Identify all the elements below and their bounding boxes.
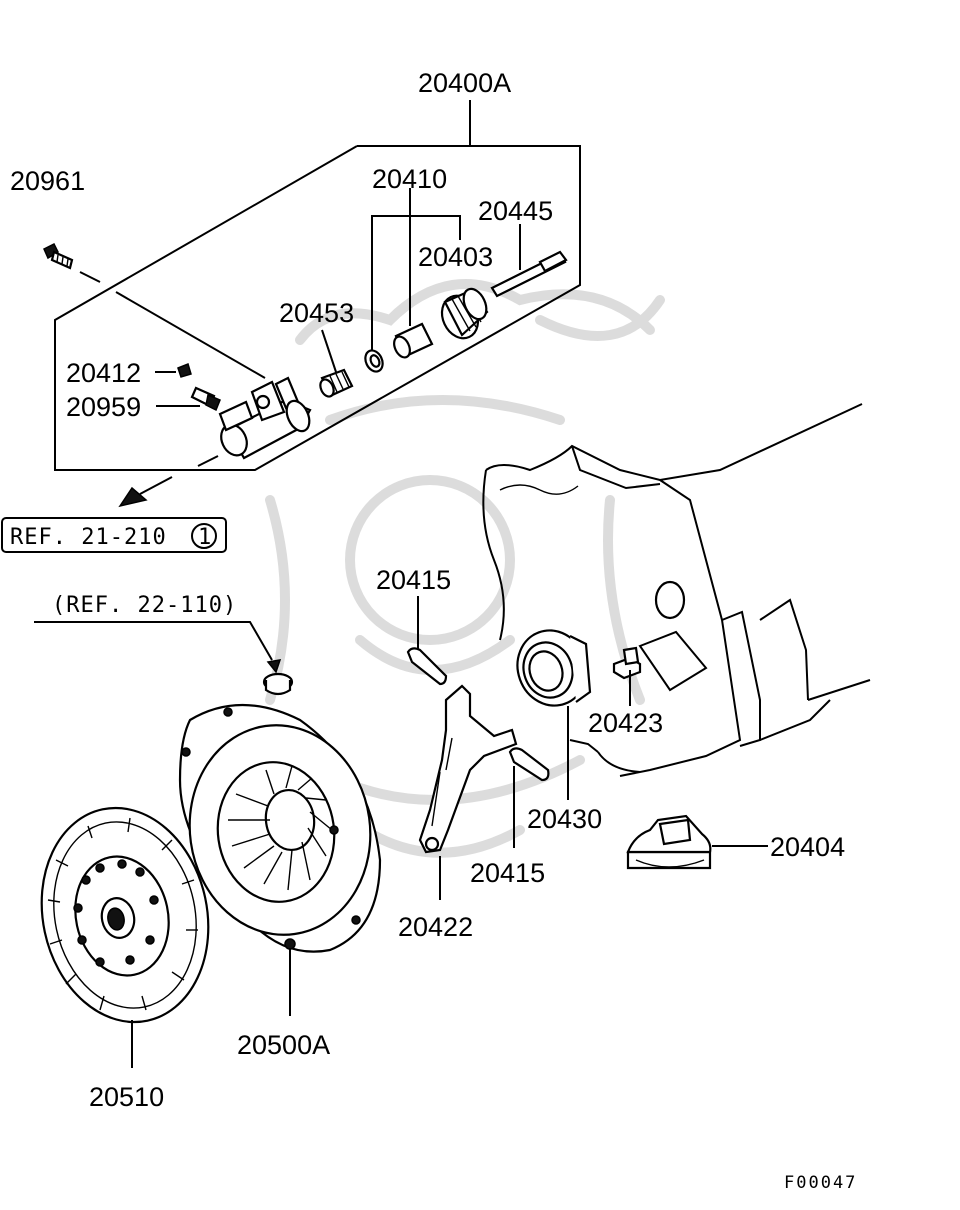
ref-box <box>1 517 227 553</box>
label-20415-lower: 20415 <box>470 858 545 888</box>
spring-20453 <box>319 368 354 398</box>
leader-bolt-to-cylinder <box>115 291 266 379</box>
leader-ref-paren <box>34 621 273 661</box>
label-20423: 20423 <box>588 708 663 738</box>
bleeder-20959 <box>190 386 221 412</box>
assembly-frame <box>54 100 581 471</box>
figure-id: F00047 <box>784 1173 857 1193</box>
ref-box-circle <box>191 523 217 549</box>
pivot-bolt-20423 <box>612 646 642 680</box>
label-20415-upper: 20415 <box>376 565 451 595</box>
label-20403: 20403 <box>418 242 493 272</box>
leader-cylinder-lower <box>197 455 219 467</box>
clip-20415-upper <box>406 647 448 686</box>
label-20961: 20961 <box>10 166 85 196</box>
ref-arrow <box>118 476 173 508</box>
label-20510: 20510 <box>89 1082 164 1112</box>
ref-paren-text: (REF. 22-110) <box>52 593 237 618</box>
pilot-bushing <box>262 672 294 696</box>
leader-20961 <box>79 271 101 283</box>
label-20422: 20422 <box>398 912 473 942</box>
pressure-plate-20500A <box>178 704 382 953</box>
ref-box-num: 1 <box>198 525 212 550</box>
label-20500A: 20500A <box>237 1030 330 1060</box>
ref-box-text: REF. 21-210 <box>10 525 167 550</box>
label-20959: 20959 <box>66 392 141 422</box>
ref-paren-arrowhead <box>266 659 282 674</box>
leader-20410 <box>371 188 461 350</box>
label-20430: 20430 <box>527 804 602 834</box>
transmission-housing <box>482 403 871 777</box>
seal-ring <box>364 349 384 373</box>
cap-20412 <box>177 362 192 378</box>
label-20400A: 20400A <box>418 68 511 98</box>
label-20445: 20445 <box>478 196 553 226</box>
release-fork-20422 <box>418 684 518 854</box>
label-20404: 20404 <box>770 832 845 862</box>
piston-20410 <box>393 322 434 359</box>
bolt-20961 <box>43 242 74 270</box>
leader-20453 <box>321 329 337 373</box>
pushrod-20445 <box>490 250 568 298</box>
label-20412: 20412 <box>66 358 141 388</box>
slave-cylinder <box>218 376 312 460</box>
clutch-disc-20510 <box>40 806 210 1024</box>
clip-20415-lower <box>508 747 550 782</box>
boot-20403 <box>440 287 489 340</box>
release-bearing-20430 <box>516 629 592 707</box>
label-20453: 20453 <box>279 298 354 328</box>
dust-boot-20404 <box>626 814 712 870</box>
label-20410: 20410 <box>372 164 447 194</box>
